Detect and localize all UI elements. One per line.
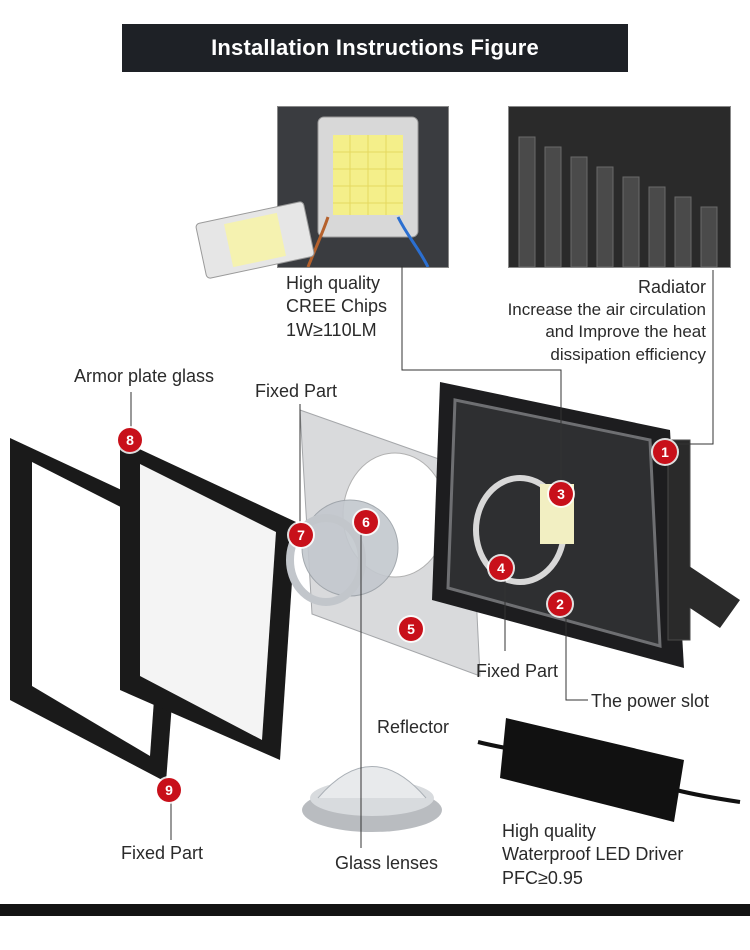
led-driver — [477, 718, 741, 822]
badge-8: 8 — [118, 428, 142, 452]
radiator-photo — [508, 106, 731, 268]
reflector-plate — [299, 409, 481, 677]
fixed-part-top-label: Fixed Part — [255, 381, 338, 401]
armor-plate-glass-label: Armor plate glass — [74, 366, 215, 386]
fixed-part-bottom-label: Fixed Part — [121, 843, 204, 863]
footer-bar — [0, 904, 750, 916]
badge-3: 3 — [549, 482, 573, 506]
reflector-label: Reflector — [377, 717, 450, 737]
lamp-housing — [432, 382, 740, 668]
page-title: Installation Instructions Figure — [211, 35, 539, 60]
chips-label: High quality CREE Chips 1W≥110LM — [286, 273, 388, 340]
power-slot-label: The power slot — [591, 691, 710, 711]
badge-5: 5 — [399, 617, 423, 641]
glass-frame — [120, 440, 296, 760]
driver-label: High quality Waterproof LED Driver PFC≥0… — [502, 821, 684, 888]
badge-9: 9 — [157, 778, 181, 802]
glass-lenses-label: Glass lenses — [335, 853, 439, 873]
fixed-part-mid-label: Fixed Part — [476, 661, 559, 681]
badge-6: 6 — [354, 510, 378, 534]
lens-ring — [286, 514, 366, 606]
glass-lens — [302, 766, 442, 832]
badge-2: 2 — [548, 592, 572, 616]
badge-4: 4 — [489, 556, 513, 580]
badge-1: 1 — [653, 440, 677, 464]
title-banner: Installation Instructions Figure — [122, 24, 628, 72]
radiator-label: Radiator Increase the air circulation an… — [507, 277, 706, 364]
badge-7: 7 — [289, 523, 313, 547]
leader-lines — [130, 266, 714, 848]
